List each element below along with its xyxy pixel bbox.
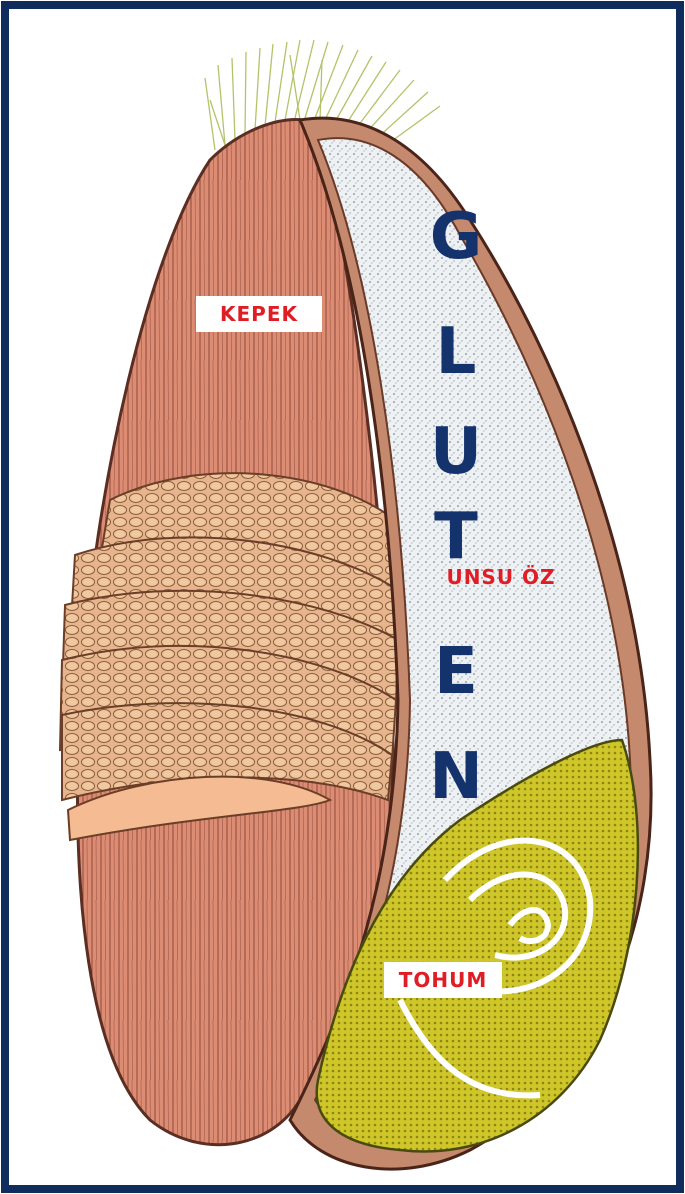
germ-label: TOHUM — [384, 962, 502, 998]
gluten-letter: L — [416, 320, 496, 384]
bran-scale-layers — [60, 473, 398, 840]
bran-label: KEPEK — [196, 296, 322, 332]
gluten-letter: E — [416, 640, 496, 704]
gluten-letter: G — [416, 205, 496, 269]
gluten-letter: T — [416, 505, 496, 569]
gluten-letter: U — [416, 420, 496, 484]
gluten-letter: N — [416, 745, 496, 809]
